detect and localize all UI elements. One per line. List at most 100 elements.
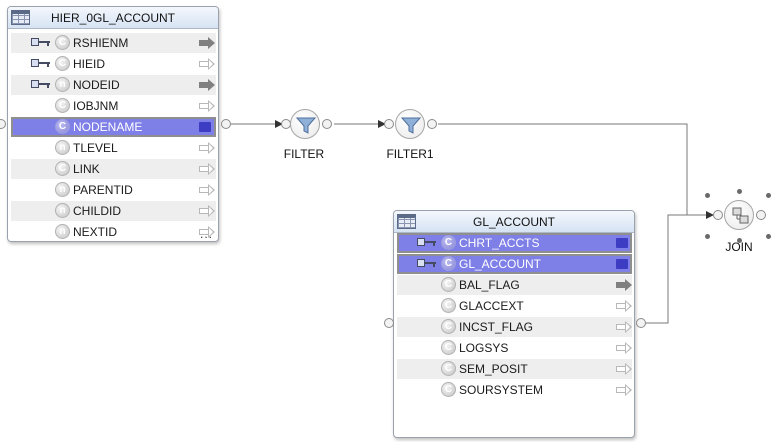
column-name: LINK [73,162,100,176]
table-icon [397,214,416,229]
mapped-output-icon[interactable] [616,238,628,248]
column-name: NODEID [73,78,120,92]
output-arrow-filled-icon[interactable] [199,37,215,49]
table-header-hier[interactable]: HIER_0GL_ACCOUNT [8,7,218,29]
char-type-icon: C [55,119,70,134]
filter1-node[interactable] [395,109,425,139]
output-arrow-icon[interactable] [199,100,215,112]
funnel-icon [295,117,317,134]
join-node[interactable] [724,200,754,230]
mapped-output-icon[interactable] [616,259,628,269]
numeric-type-icon: n [55,182,70,197]
selection-handle[interactable] [737,189,742,194]
column-name: IOBJNM [73,99,119,113]
port-filter1-out[interactable] [427,119,437,129]
column-name: HIEID [73,57,106,71]
output-arrow-icon[interactable] [199,142,215,154]
column-name: BAL_FLAG [459,278,520,292]
table-title-gl: GL_ACCOUNT [472,215,555,229]
column-name: SOURSYSTEM [459,383,544,397]
column-name: TLEVEL [73,141,118,155]
char-type-icon: C [441,319,456,334]
output-arrow-icon[interactable] [199,226,215,238]
filter-label: FILTER [283,147,325,161]
key-icon [417,259,437,268]
numeric-type-icon: n [55,77,70,92]
funnel-icon [400,117,422,134]
numeric-type-icon: n [55,140,70,155]
column-name: NEXTID [73,225,118,239]
selection-handle[interactable] [737,238,742,243]
wire-filter1-to-join [438,123,714,219]
table-icon [11,10,30,25]
port-gl-left[interactable] [384,318,394,328]
port-hier-left[interactable] [0,119,6,129]
join-label: JOIN [725,240,753,254]
numeric-type-icon: n [55,203,70,218]
selection-handle[interactable] [705,234,710,239]
selection-handle[interactable] [766,234,771,239]
column-name: LOGSYS [459,341,509,355]
port-join-out[interactable] [756,210,766,220]
output-arrow-icon[interactable] [616,321,632,333]
numeric-type-icon: n [55,224,70,239]
output-arrow-filled-icon[interactable] [616,279,632,291]
char-type-icon: C [55,56,70,71]
output-arrow-icon[interactable] [199,205,215,217]
selection-handle[interactable] [705,193,710,198]
char-type-icon: C [55,161,70,176]
column-name: NODENAME [73,120,143,134]
output-arrow-icon[interactable] [616,384,632,396]
key-icon [417,238,437,247]
char-type-icon: C [441,340,456,355]
output-arrow-icon[interactable] [616,300,632,312]
column-name: GLACCEXT [459,299,524,313]
port-filter-out[interactable] [322,119,332,129]
filter1-label: FILTER1 [386,147,434,161]
char-type-icon: C [441,277,456,292]
output-arrow-icon[interactable] [616,363,632,375]
output-arrow-filled-icon[interactable] [199,79,215,91]
output-arrow-icon[interactable] [199,184,215,196]
port-join-in[interactable] [713,210,723,220]
port-hier-nodename-out[interactable] [221,119,231,129]
join-icon [732,207,749,224]
more-columns-indicator[interactable]: ... [200,227,214,241]
column-name: CHRT_ACCTS [459,236,540,250]
port-gl-incst-out[interactable] [636,318,646,328]
key-icon [31,38,51,47]
output-arrow-icon[interactable] [199,58,215,70]
selection-handle[interactable] [766,193,771,198]
output-arrow-icon[interactable] [199,163,215,175]
filter-node[interactable] [290,109,320,139]
char-type-icon: C [441,298,456,313]
table-header-gl[interactable]: GL_ACCOUNT [394,211,634,233]
column-name: SEM_POSIT [459,362,528,376]
char-type-icon: C [441,235,456,250]
char-type-icon: C [55,35,70,50]
column-name: CHILDID [73,204,122,218]
port-filter1-in[interactable] [384,119,394,129]
output-arrow-icon[interactable] [616,342,632,354]
mapped-output-icon[interactable] [199,122,211,132]
